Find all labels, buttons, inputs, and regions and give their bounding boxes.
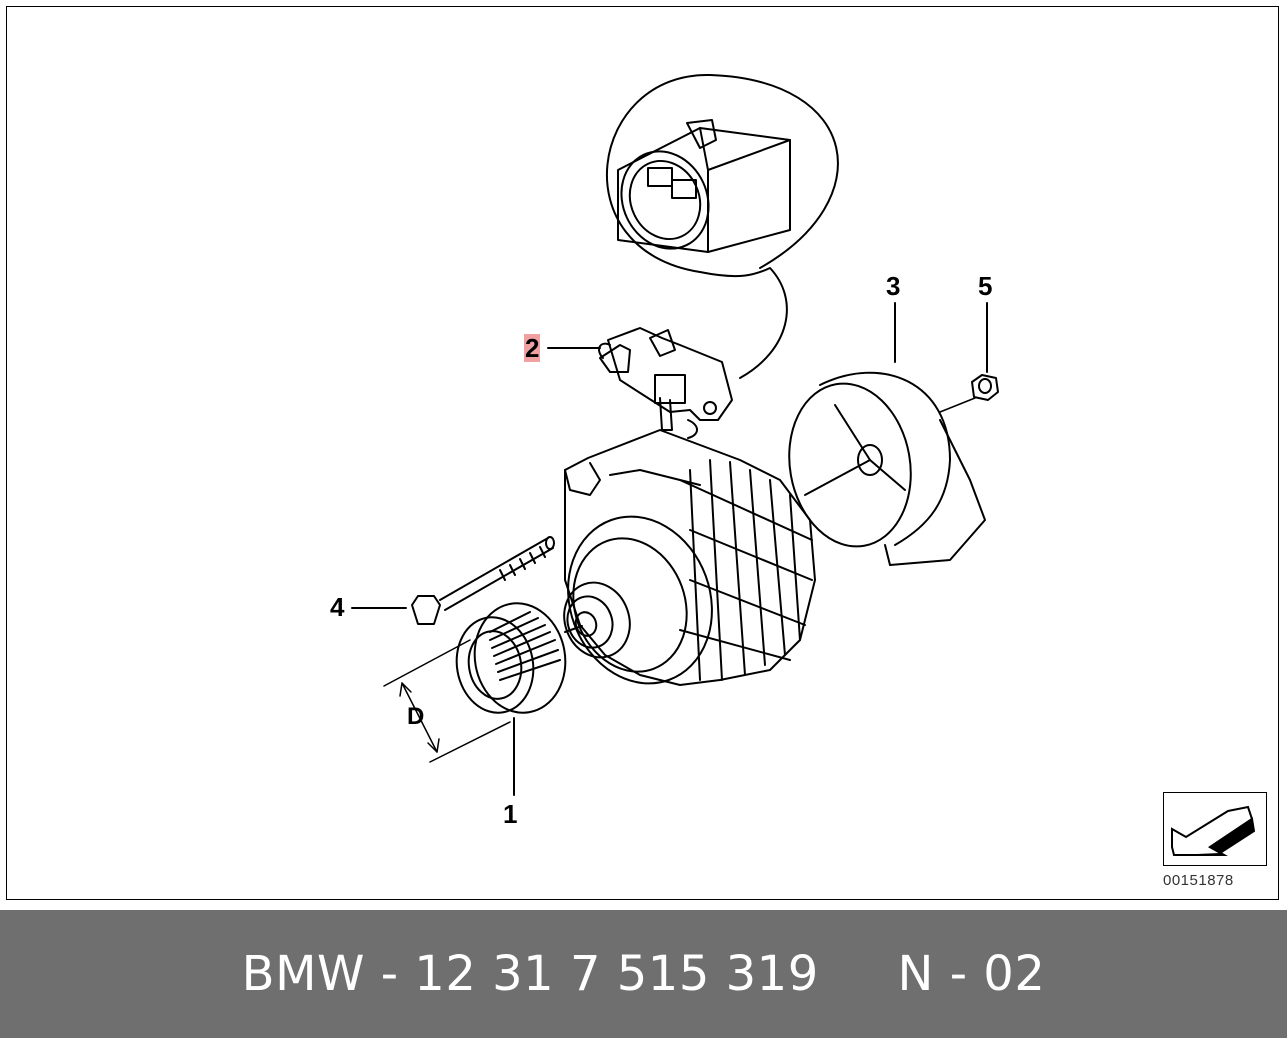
- dimension-label: D: [407, 703, 425, 730]
- callout-2: 2: [524, 333, 541, 363]
- dimension-d: [383, 639, 511, 763]
- callout-3: 3: [886, 271, 901, 301]
- part-number-text: BMW - 12 31 7 515 319 N - 02: [241, 946, 1046, 1002]
- back-arrow-button[interactable]: [1163, 792, 1267, 866]
- image-code: 00151878: [1163, 872, 1234, 889]
- bolt: [411, 536, 555, 625]
- callout-5: 5: [978, 271, 993, 301]
- back-arrow-icon: [1171, 805, 1256, 856]
- callout-4: 4: [330, 592, 345, 622]
- connector-detail-bubble: [605, 73, 839, 379]
- voltage-regulator: [598, 327, 733, 439]
- callout-1: 1: [503, 799, 518, 829]
- nut: [971, 374, 999, 401]
- pulley: [455, 602, 567, 714]
- footer-bar: BMW - 12 31 7 515 319 N - 02: [0, 910, 1287, 1038]
- protective-cover: [788, 371, 986, 566]
- parts-diagram: [351, 73, 999, 796]
- leader-line-3b: [939, 397, 976, 413]
- alternator-body: [563, 429, 816, 686]
